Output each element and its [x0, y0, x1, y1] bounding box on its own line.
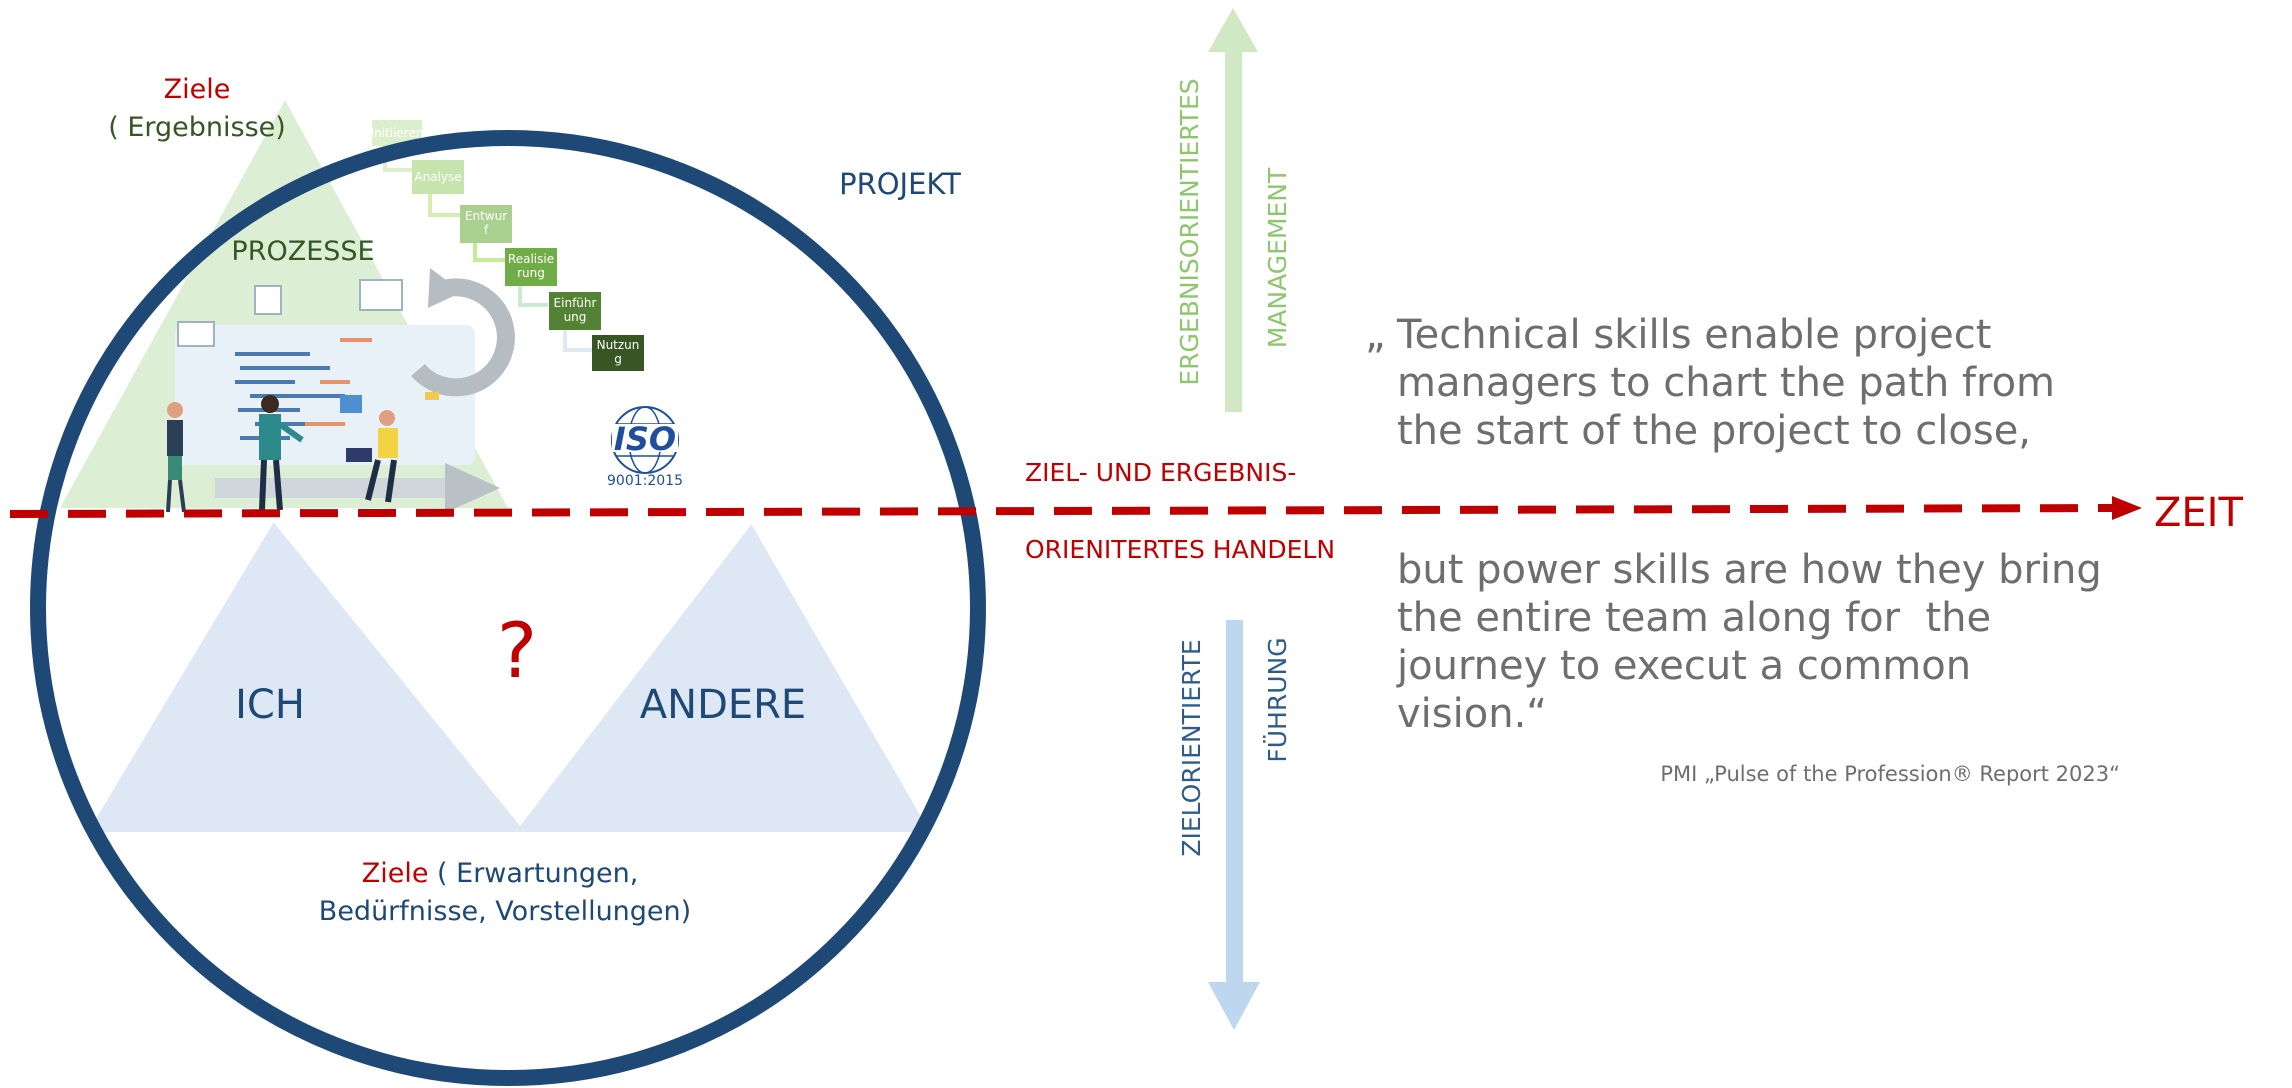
quote-line: the start of the project to close,	[1397, 408, 2032, 454]
process-step-box	[460, 205, 512, 243]
svg-text:9001:2015: 9001:2015	[607, 473, 683, 489]
top-goal-word: Ziele	[164, 74, 231, 105]
ergebnisorientiertes-label: ERGEBNISORIENTIERTES	[1175, 78, 1204, 385]
quote-line: the entire team along for the	[1397, 595, 1992, 641]
process-illustration	[166, 268, 515, 513]
process-step-box	[412, 160, 464, 194]
ich-label: ICH	[235, 682, 305, 728]
svg-text:ISO: ISO	[614, 420, 676, 458]
andere-label: ANDERE	[640, 682, 806, 728]
project-circle	[30, 130, 986, 1086]
quote-line: vision.“	[1397, 691, 1547, 737]
axis-center-bottom: ORIENITERTES HANDELN	[1025, 535, 1335, 564]
triangle-divider-lines	[273, 518, 752, 827]
projekt-label: PROJEKT	[839, 167, 961, 201]
results-arrow	[1208, 8, 1258, 412]
expectation-triangles	[88, 520, 930, 832]
bottom-goals-line2: Bedürfnisse, Vorstellungen)	[319, 896, 691, 927]
bottom-goals-line1: Ziele ( Erwartungen,	[362, 858, 639, 889]
process-step-box	[592, 335, 644, 371]
process-step-box	[505, 248, 557, 286]
quote-source: PMI „Pulse of the Profession® Report 202…	[1660, 762, 2120, 786]
process-step-label: Initiieren	[371, 126, 424, 140]
quote-part-2: but power skills are how they bring the …	[1397, 546, 2102, 738]
zielorientierte-label: ZIELORIENTIERTE	[1177, 639, 1206, 856]
management-label: MANAGEMENT	[1263, 167, 1292, 348]
quote-line: journey to execut a common	[1397, 643, 1972, 689]
iso-logo: ISO 9001:2015	[607, 406, 683, 489]
quote-line: Technical skills enable project	[1397, 312, 1992, 358]
top-goal-detail: ( Ergebnisse)	[108, 112, 286, 143]
process-step-label: Analyse	[414, 170, 461, 184]
question-mark: ?	[497, 606, 537, 695]
fuehrung-label: FÜHRUNG	[1263, 637, 1292, 762]
quote-line: but power skills are how they bring	[1397, 547, 2102, 593]
zeit-label: ZEIT	[2154, 490, 2243, 536]
process-step-box	[549, 292, 601, 330]
quote-line: managers to chart the path from	[1397, 360, 2056, 406]
axis-center-top: ZIEL- UND ERGEBNIS-	[1025, 458, 1296, 487]
prozesse-label: PROZESSE	[231, 236, 374, 267]
quote-open-mark: „	[1365, 312, 1386, 358]
time-axis	[9, 496, 2142, 520]
goals-arrow	[1208, 620, 1260, 1030]
quote-part-1: Technical skills enable project managers…	[1397, 311, 2055, 455]
